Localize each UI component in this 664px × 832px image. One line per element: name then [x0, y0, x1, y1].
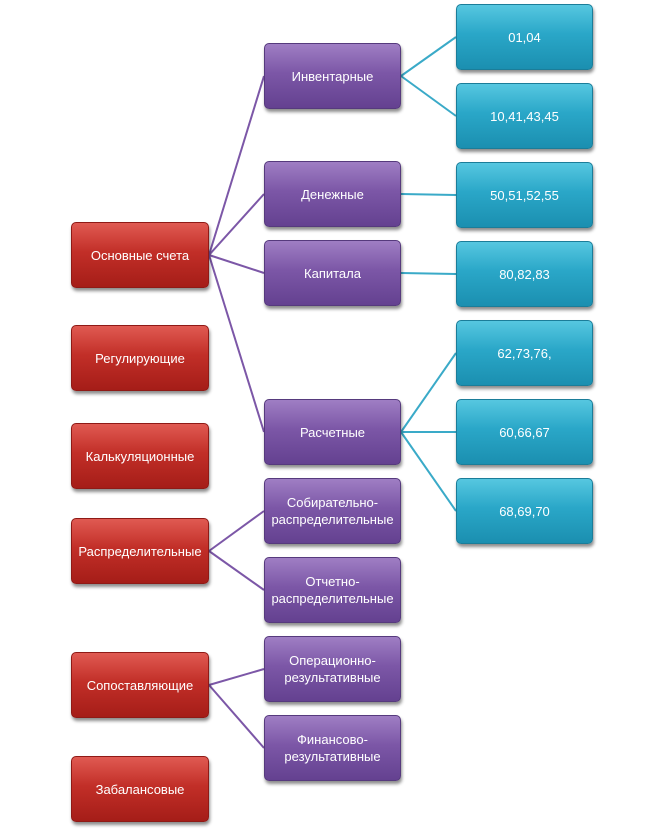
node-label: Капитала	[304, 265, 361, 281]
node-zabalansovye: Забалансовые	[71, 756, 209, 822]
node-label: Отчетно- распределительные	[271, 574, 394, 606]
node-label: Финансово- результативные	[284, 732, 381, 764]
node-sobiratelno-raspredelitelnye: Собирательно- распределительные	[264, 478, 401, 544]
connector-p1-t1	[400, 36, 457, 77]
connector-r1-p1	[208, 75, 265, 256]
node-reguliruyushchie: Регулирующие	[71, 325, 209, 391]
connector-r1-p3	[208, 254, 265, 274]
node-label: 60,66,67	[499, 424, 550, 440]
node-kalkulyatsionnye: Калькуляционные	[71, 423, 209, 489]
node-label: 50,51,52,55	[490, 187, 559, 203]
node-label: Денежные	[301, 186, 364, 202]
node-accounts-10-41-43-45: 10,41,43,45	[456, 83, 593, 149]
node-label: Расчетные	[299, 424, 366, 440]
node-sopostavlyayushchie: Сопоставляющие	[71, 652, 209, 718]
node-raschetnye: Расчетные	[264, 399, 401, 465]
node-denezhnye: Денежные	[264, 161, 401, 227]
connector-r5-p8	[208, 684, 265, 749]
node-label: 68,69,70	[499, 503, 550, 519]
node-label: Калькуляционные	[85, 448, 195, 464]
node-label: 10,41,43,45	[490, 108, 559, 124]
node-label: 62,73,76,	[497, 345, 552, 361]
node-label: Операционно- результативные	[284, 653, 381, 685]
node-otchetno-raspredelitelnye: Отчетно- распределительные	[264, 557, 401, 623]
connector-p2-t3	[400, 193, 457, 196]
connector-r4-p6	[208, 550, 265, 591]
node-label: Забалансовые	[95, 781, 185, 797]
connector-p4-t5	[400, 352, 457, 433]
node-label: 80,82,83	[499, 266, 550, 282]
node-accounts-68-69-70: 68,69,70	[456, 478, 593, 544]
connector-r1-p2	[208, 193, 265, 256]
connector-p1-t2	[400, 75, 457, 117]
node-raspredelitelnye: Распределительные	[71, 518, 209, 584]
node-inventarnye: Инвентарные	[264, 43, 401, 109]
node-operatsionno-rezultativnye: Операционно- результативные	[264, 636, 401, 702]
node-label: 01,04	[508, 29, 541, 45]
node-label: Распределительные	[78, 543, 202, 559]
node-kapitala: Капитала	[264, 240, 401, 306]
node-label: Регулирующие	[95, 350, 185, 366]
node-label: Сопоставляющие	[86, 677, 194, 693]
node-accounts-01-04: 01,04	[456, 4, 593, 70]
node-label: Инвентарные	[291, 68, 374, 84]
node-finansovo-rezultativnye: Финансово- результативные	[264, 715, 401, 781]
node-accounts-60-66-67: 60,66,67	[456, 399, 593, 465]
node-accounts-80-82-83: 80,82,83	[456, 241, 593, 307]
connector-r1-p4	[208, 254, 265, 433]
node-osnovnye-scheta: Основные счета	[71, 222, 209, 288]
node-label: Собирательно- распределительные	[271, 495, 394, 527]
node-label: Основные счета	[90, 247, 190, 263]
node-accounts-62-73-76: 62,73,76,	[456, 320, 593, 386]
node-accounts-50-51-52-55: 50,51,52,55	[456, 162, 593, 228]
connector-p4-t7	[400, 431, 457, 512]
connector-r5-p7	[208, 668, 265, 686]
connector-p3-t4	[400, 272, 457, 275]
connector-r4-p5	[208, 510, 265, 552]
